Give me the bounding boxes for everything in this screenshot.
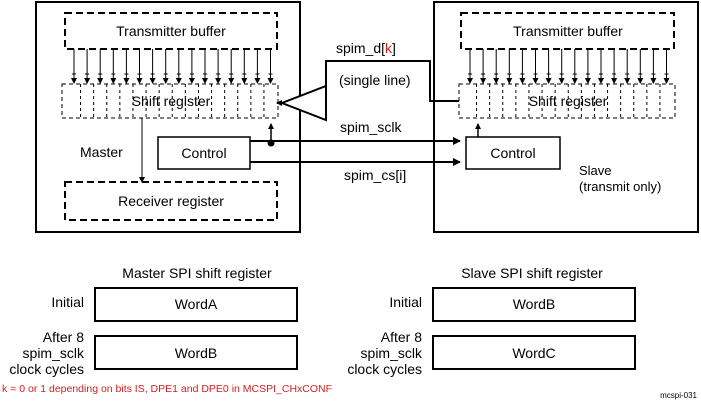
- slave-label-line2: (transmit only): [579, 179, 661, 194]
- master-control-label: Control: [181, 145, 226, 161]
- master-block: [35, 1, 301, 233]
- figure-id: mcspi-031: [660, 391, 697, 400]
- slave-label-line1: Slave: [579, 163, 612, 178]
- master-receiver-register-label: Receiver register: [118, 193, 224, 209]
- slave-after-label-line2: spim_sclk: [361, 345, 423, 361]
- slave-initial-value: WordB: [513, 296, 556, 312]
- data-line-buffer-triangle: [279, 84, 327, 122]
- master-label: Master: [80, 144, 123, 160]
- signal-clock-label: spim_sclk: [340, 119, 402, 135]
- master-transmitter-buffer: [64, 12, 278, 50]
- master-initial-value: WordA: [175, 296, 218, 312]
- signal-data-label: spim_d[k]: [336, 40, 396, 56]
- master-after-value: WordB: [175, 345, 218, 361]
- slave-control-label: Control: [490, 145, 535, 161]
- slave-initial-label: Initial: [389, 294, 422, 310]
- slave-after-label-line1: After 8: [381, 329, 422, 345]
- master-bit-arrows: [71, 49, 274, 84]
- master-control: [157, 136, 251, 170]
- master-after-label-line1: After 8: [43, 329, 84, 345]
- footnote: k = 0 or 1 depending on bits IS, DPE1 an…: [2, 383, 332, 395]
- master-table-title: Master SPI shift register: [122, 265, 272, 281]
- slave-transmitter-buffer: [460, 12, 675, 50]
- slave-control: [465, 136, 561, 170]
- master-initial-label: Initial: [51, 294, 84, 310]
- master-shift-register-label: Shift register: [132, 93, 211, 109]
- signal-chip-select-label: spim_cs[i]: [344, 167, 406, 183]
- master-after-label-line2: spim_sclk: [23, 345, 85, 361]
- slave-table-title: Slave SPI shift register: [461, 265, 603, 281]
- master-after-box: [94, 335, 298, 370]
- clock-junction-dot: [267, 139, 275, 147]
- slave-block: [433, 1, 699, 233]
- master-receiver-register: [64, 181, 278, 221]
- slave-shift-register-label: Shift register: [529, 93, 608, 109]
- master-after-label-line3: clock cycles: [9, 361, 84, 377]
- slave-after-value: WordC: [512, 345, 555, 361]
- data-line: [325, 60, 459, 102]
- signal-data-note: (single line): [339, 72, 411, 88]
- slave-initial-box: [432, 287, 636, 322]
- slave-after-label-line3: clock cycles: [347, 361, 422, 377]
- slave-after-box: [432, 335, 636, 370]
- master-transmitter-buffer-label: Transmitter buffer: [116, 23, 226, 39]
- master-initial-box: [94, 287, 298, 322]
- slave-transmitter-buffer-label: Transmitter buffer: [513, 23, 623, 39]
- slave-bit-arrows: [467, 49, 670, 84]
